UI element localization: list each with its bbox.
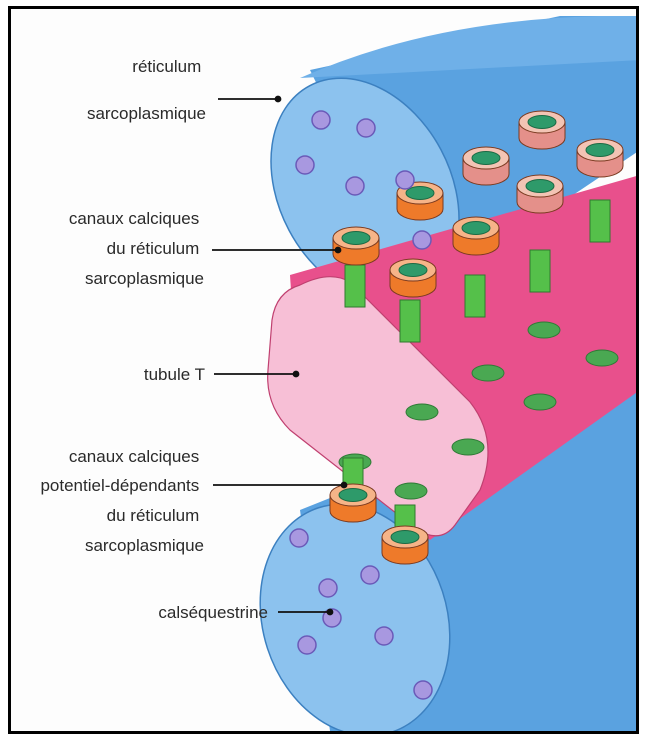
label-canaux-potentiel-line3: du réticulum (107, 506, 200, 525)
channel-pore (586, 144, 614, 157)
calsequestrin-dot (361, 566, 379, 584)
label-canaux-reticulum: canaux calciques du réticulum sarcoplasm… (69, 209, 204, 288)
channel-pore (526, 180, 554, 193)
stalk (530, 250, 550, 292)
label-canaux-reticulum-line1: canaux calciques (69, 209, 199, 228)
tubule-green-patch (452, 439, 484, 455)
tubule-green-patch (524, 394, 556, 410)
stalk (400, 300, 420, 342)
label-canaux-potentiel-line2: potentiel-dépendants (40, 476, 199, 495)
calcium-channel (463, 147, 509, 185)
label-reticulum-line1: réticulum (132, 57, 201, 76)
calcium-channel (330, 484, 376, 522)
label-reticulum: réticulum sarcoplasmique (87, 57, 206, 123)
label-canaux-reticulum-line2: du réticulum (107, 239, 200, 258)
calcium-channel (577, 139, 623, 177)
channel-pore (528, 116, 556, 129)
channel-pore (399, 264, 427, 277)
leader-calsequestrine-dot (328, 610, 333, 615)
label-canaux-potentiel-line1: canaux calciques (69, 447, 199, 466)
stalk (465, 275, 485, 317)
calcium-channel (519, 111, 565, 149)
channel-pore (472, 152, 500, 165)
leader-canaux-reticulum-dot (336, 248, 341, 253)
label-calsequestrine: calséquestrine (158, 603, 268, 622)
tubule-green-patch (395, 483, 427, 499)
calsequestrin-dot (396, 171, 414, 189)
tubule-green-patch (472, 365, 504, 381)
calsequestrin-dot (346, 177, 364, 195)
label-canaux-potentiel: canaux calciques potentiel-dépendants du… (40, 447, 204, 555)
label-canaux-potentiel-line4: sarcoplasmique (85, 536, 204, 555)
label-canaux-reticulum-line3: sarcoplasmique (85, 269, 204, 288)
calsequestrin-dot (413, 231, 431, 249)
calsequestrin-dot (296, 156, 314, 174)
label-calsequestrine-line1: calséquestrine (158, 603, 268, 622)
label-tubule-line1: tubule T (144, 365, 205, 384)
tubule-green-patch (528, 322, 560, 338)
calcium-channel (382, 526, 428, 564)
calsequestrin-dot (375, 627, 393, 645)
leader-canaux-potentiel-dot (342, 483, 347, 488)
labels: réticulum sarcoplasmique canaux calcique… (40, 57, 268, 622)
tubule-green-patch (406, 404, 438, 420)
channel-pore (391, 531, 419, 544)
channel-pore (462, 222, 490, 235)
calcium-channel (453, 217, 499, 255)
channel-pore (406, 187, 434, 200)
calsequestrin-dot (319, 579, 337, 597)
stalk (345, 265, 365, 307)
stalk (590, 200, 610, 242)
calsequestrin-dot (414, 681, 432, 699)
label-tubule: tubule T (144, 365, 205, 384)
calsequestrin-dot (298, 636, 316, 654)
leader-tubule-dot (294, 372, 299, 377)
calcium-channel (390, 259, 436, 297)
calsequestrin-dot (290, 529, 308, 547)
tubule-green-patch (586, 350, 618, 366)
channel-pore (339, 489, 367, 502)
calsequestrin-dot (312, 111, 330, 129)
leader-reticulum-dot (276, 97, 281, 102)
calcium-channel (517, 175, 563, 213)
channel-pore (342, 232, 370, 245)
label-reticulum-line2: sarcoplasmique (87, 104, 206, 123)
calsequestrin-dot (357, 119, 375, 137)
calcium-channel (333, 227, 379, 265)
